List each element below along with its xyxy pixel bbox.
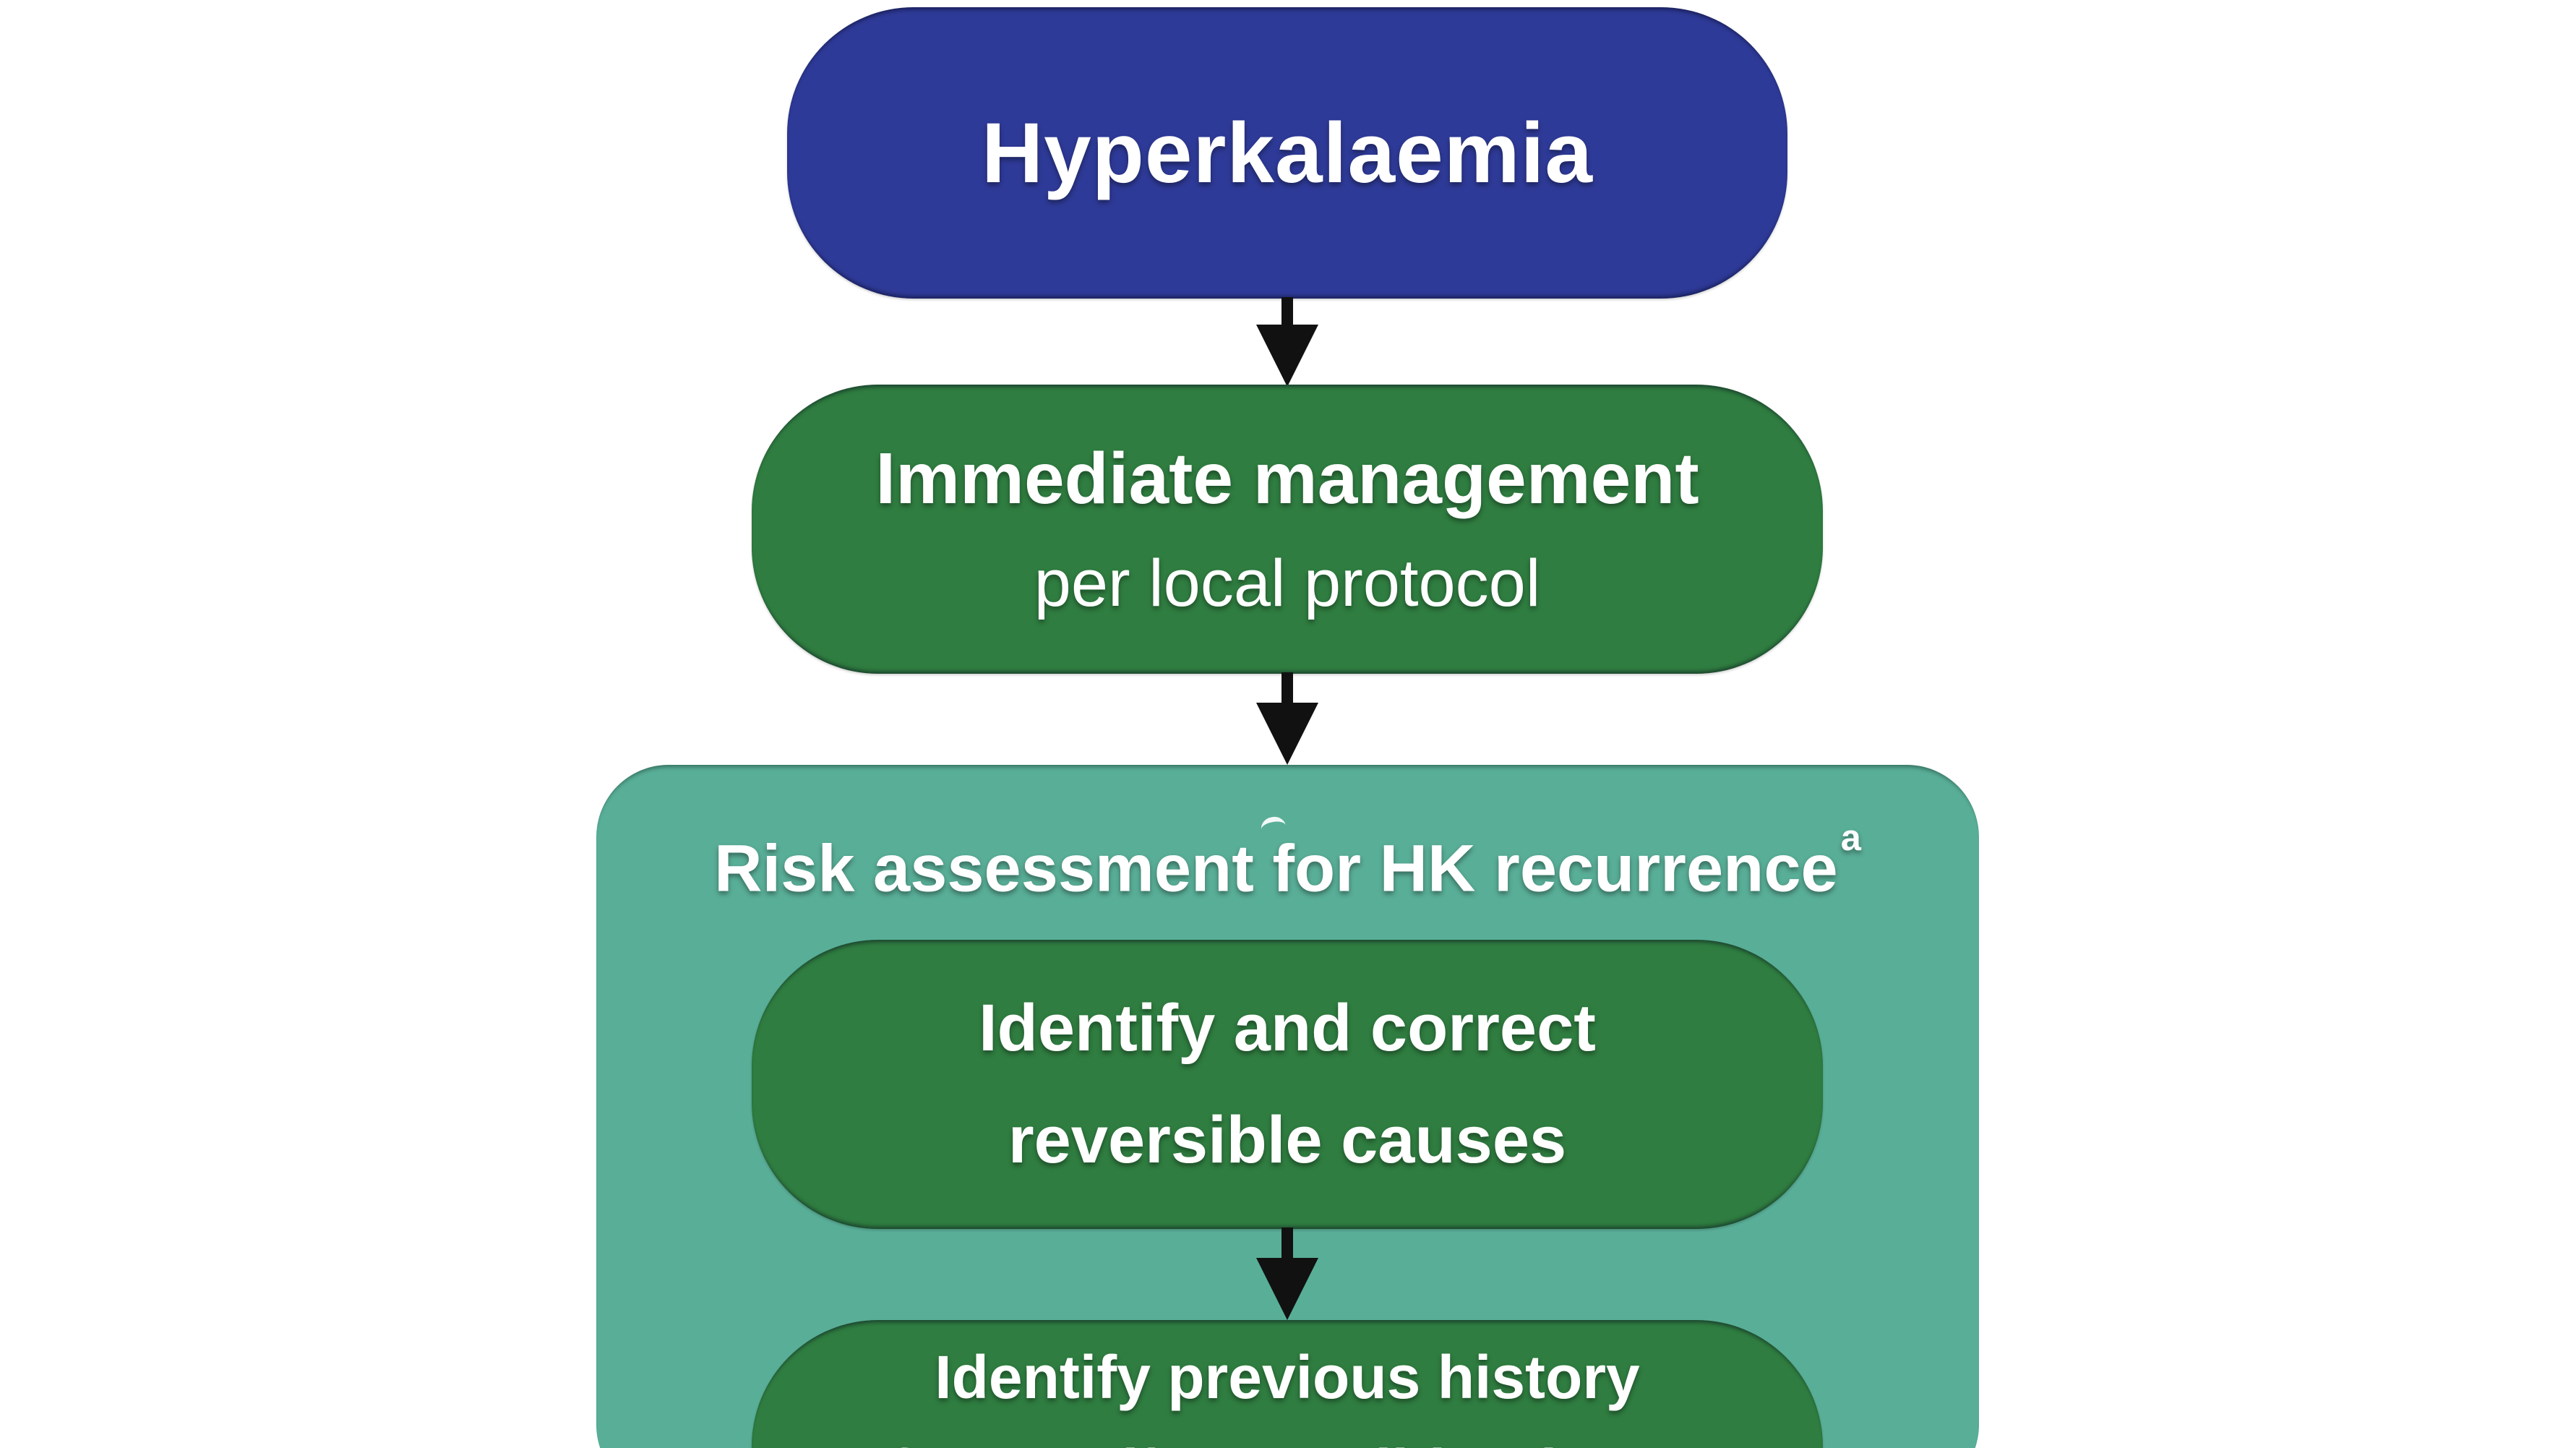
arrow-stem bbox=[1281, 672, 1293, 704]
footnote-marker: a bbox=[1840, 816, 1861, 858]
node-immediate-line2: per local protocol bbox=[1034, 547, 1541, 620]
risk-assessment-title-text: Risk assessment for HK recurrence bbox=[714, 831, 1838, 906]
node-identify-history-line1: Identify previous history bbox=[935, 1343, 1640, 1411]
node-immediate-management: Immediate management per local protocol bbox=[752, 385, 1823, 674]
node-identify-correct: Identify and correct reversible causes bbox=[752, 940, 1823, 1229]
node-immediate-line1: Immediate management bbox=[875, 438, 1699, 519]
arrow-head-icon bbox=[1256, 325, 1318, 387]
arrow-stem bbox=[1281, 297, 1293, 326]
node-identify-history: Identify previous history of HK and/or p… bbox=[752, 1320, 1823, 1448]
risk-assessment-title: Risk assessment for HK recurrencea bbox=[596, 815, 1979, 909]
node-identify-correct-line2: reversible causes bbox=[1008, 1103, 1567, 1177]
node-identify-history-text: Identify previous history of HK and/or p… bbox=[852, 1330, 1722, 1448]
node-hyperkalaemia: Hyperkalaemia bbox=[787, 7, 1787, 299]
arrow-head-icon bbox=[1256, 703, 1318, 765]
node-identify-history-line2: of HK and/or possible triggers bbox=[852, 1424, 1722, 1448]
arrow-head-icon bbox=[1256, 1258, 1318, 1320]
node-identify-correct-line1: Identify and correct bbox=[979, 991, 1596, 1065]
arrow-stem bbox=[1281, 1228, 1293, 1259]
node-hyperkalaemia-label: Hyperkalaemia bbox=[981, 105, 1594, 201]
